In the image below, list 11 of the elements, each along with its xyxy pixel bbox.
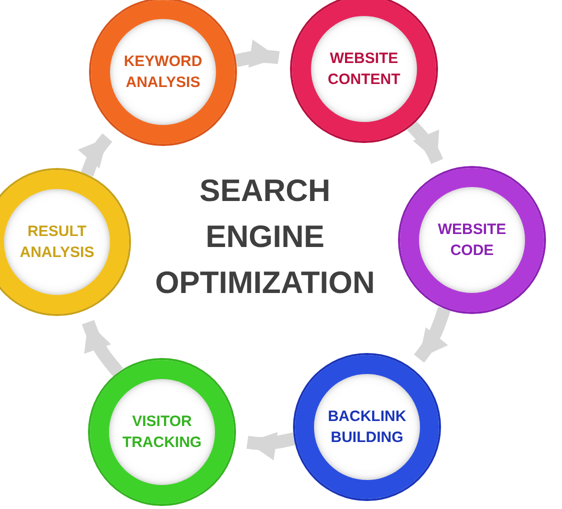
circle-label: KEYWORD ANALYSIS — [122, 52, 204, 93]
circle-label: WEBSITE CONTENT — [326, 49, 402, 90]
arrow — [78, 132, 113, 179]
arrow — [406, 120, 444, 166]
title: SEARCH ENGINE OPTIMIZATION — [154, 172, 376, 302]
circle-label: RESULT ANALYSIS — [18, 222, 96, 263]
circle-label: BACKLINK BUILDING — [326, 407, 408, 448]
arrow — [82, 318, 124, 377]
circle-label: VISITOR TRACKING — [121, 412, 203, 453]
circle-label: WEBSITE CODE — [436, 220, 508, 261]
arrow — [414, 304, 451, 363]
